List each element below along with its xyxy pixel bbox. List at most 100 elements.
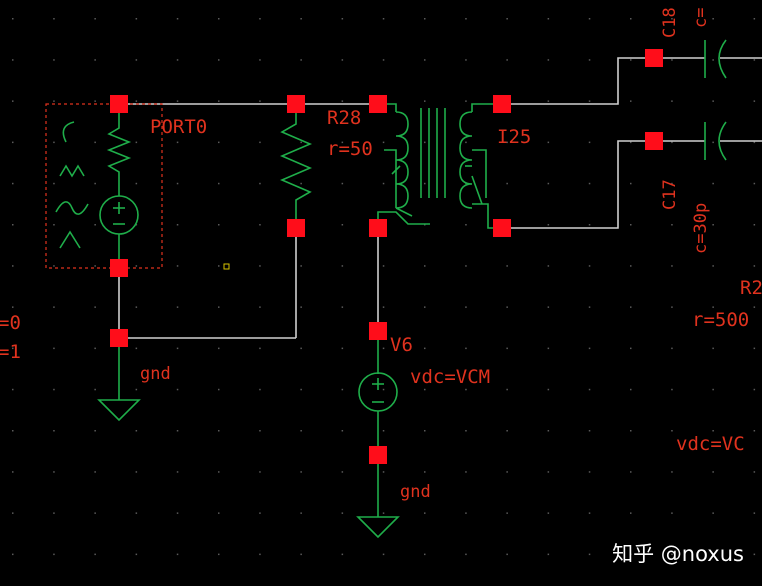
pin-port0-minus[interactable] bbox=[110, 259, 128, 277]
grid-dot bbox=[630, 430, 632, 432]
grid-dot bbox=[424, 265, 426, 267]
grid-dot bbox=[671, 306, 673, 308]
grid-dot bbox=[506, 388, 508, 391]
grid-dot bbox=[94, 59, 96, 61]
grid-dot bbox=[506, 512, 508, 514]
grid-dot bbox=[588, 141, 591, 144]
grid-dot bbox=[259, 347, 261, 350]
pin-i25-centertap[interactable] bbox=[369, 219, 387, 237]
pin-i25-secondary-bottom[interactable] bbox=[493, 219, 511, 237]
grid-dot bbox=[341, 141, 344, 144]
grid-dot bbox=[12, 59, 14, 61]
grid-dot bbox=[300, 141, 302, 144]
grid-dot bbox=[382, 59, 385, 61]
grid-dot bbox=[218, 182, 220, 185]
grid-dot bbox=[94, 512, 96, 514]
grid-dot bbox=[135, 141, 138, 144]
grid-dot bbox=[94, 306, 96, 308]
grid-dot bbox=[588, 224, 591, 226]
grid-dot bbox=[588, 512, 591, 514]
pin-gnd-left[interactable] bbox=[110, 329, 128, 347]
grid-dot bbox=[630, 100, 632, 102]
pin-port0-plus[interactable] bbox=[110, 95, 128, 113]
wire-to-c17[interactable] bbox=[502, 140, 654, 229]
grid-dot bbox=[341, 224, 344, 226]
grid-dot bbox=[176, 347, 179, 350]
origin-marker bbox=[223, 263, 230, 270]
grid-dot bbox=[341, 430, 344, 432]
pins bbox=[110, 49, 663, 464]
grid-dot bbox=[465, 18, 467, 20]
grid-dot bbox=[547, 553, 550, 556]
grid-dot bbox=[465, 141, 467, 144]
pin-v6-plus[interactable] bbox=[369, 322, 387, 340]
grid-dot bbox=[753, 265, 756, 267]
grid-dot bbox=[300, 306, 302, 308]
left-cut-label-1: =0 bbox=[0, 312, 21, 334]
grid-dot bbox=[176, 430, 179, 432]
grid-dot bbox=[218, 100, 220, 102]
grid-dot bbox=[218, 141, 220, 144]
c18-value-label: c= bbox=[691, 8, 711, 28]
grid-dot bbox=[753, 430, 756, 432]
grid-dot bbox=[506, 430, 508, 432]
grid-dot bbox=[341, 59, 344, 61]
grid-dot bbox=[671, 512, 673, 514]
grid-dot bbox=[176, 388, 179, 391]
grid-dot bbox=[176, 471, 179, 473]
grid-dot bbox=[94, 141, 96, 144]
grid-dot bbox=[259, 224, 261, 226]
grid-dot bbox=[94, 430, 96, 432]
grid-dot bbox=[588, 553, 591, 556]
v6-name-label: V6 bbox=[390, 334, 413, 356]
grid-dot bbox=[506, 306, 508, 308]
grid-dot bbox=[424, 512, 426, 514]
grid-dot bbox=[630, 553, 632, 556]
grid-dot bbox=[588, 182, 591, 185]
grid-dot bbox=[712, 59, 714, 61]
grid-dot bbox=[341, 18, 344, 20]
grid-dot bbox=[630, 388, 632, 391]
grid-dot bbox=[671, 553, 673, 556]
grid-dot bbox=[135, 471, 138, 473]
gnd-symbol-center[interactable] bbox=[356, 455, 400, 539]
grid-dot bbox=[135, 59, 138, 61]
pin-i25-secondary-top[interactable] bbox=[493, 95, 511, 113]
grid-dot bbox=[12, 306, 14, 308]
grid-dot bbox=[630, 306, 632, 308]
grid-dot bbox=[424, 100, 426, 102]
grid-dot bbox=[382, 471, 385, 473]
grid-dot bbox=[135, 512, 138, 514]
grid-dot bbox=[341, 347, 344, 350]
r28-resistor[interactable] bbox=[279, 104, 313, 228]
pin-v6-minus[interactable] bbox=[369, 446, 387, 464]
port0-symbol[interactable] bbox=[45, 103, 163, 269]
grid-dot bbox=[630, 182, 632, 185]
c17-capacitor[interactable] bbox=[704, 121, 727, 161]
grid-dot bbox=[671, 388, 673, 391]
pin-c17[interactable] bbox=[645, 132, 663, 150]
grid-dot bbox=[135, 306, 138, 308]
grid-dot bbox=[53, 430, 55, 432]
wire-to-c18[interactable] bbox=[502, 57, 654, 105]
pin-c18[interactable] bbox=[645, 49, 663, 67]
grid-dot bbox=[424, 59, 426, 61]
i25-transformer[interactable] bbox=[377, 103, 502, 229]
gnd-symbol-left[interactable] bbox=[97, 338, 141, 422]
grid-dot bbox=[382, 388, 385, 391]
grid-dot bbox=[671, 59, 673, 61]
grid-dot bbox=[176, 265, 179, 267]
c18-capacitor[interactable] bbox=[704, 39, 727, 79]
pin-i25-primary-top[interactable] bbox=[369, 95, 387, 113]
grid-dot bbox=[547, 471, 550, 473]
pin-r28-top[interactable] bbox=[287, 95, 305, 113]
grid-dot bbox=[300, 182, 302, 185]
grid-dot bbox=[712, 388, 714, 391]
grid-dot bbox=[465, 430, 467, 432]
grid-dot bbox=[506, 347, 508, 350]
grid-dot bbox=[630, 59, 632, 61]
pin-r28-bottom[interactable] bbox=[287, 219, 305, 237]
grid-dot bbox=[300, 553, 302, 556]
